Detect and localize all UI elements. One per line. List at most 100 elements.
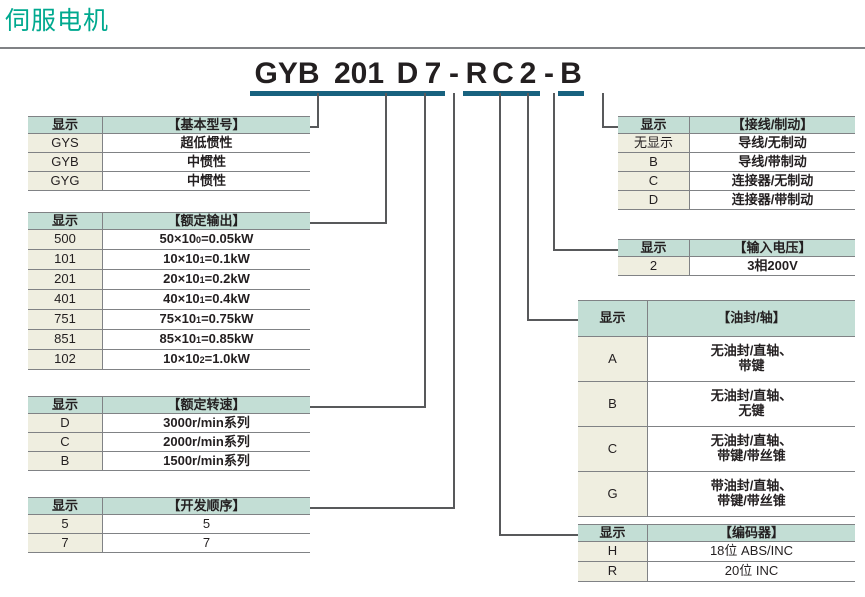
table-cell-code: 201: [28, 270, 103, 290]
table-header-row: 显示【额定输出】: [28, 213, 310, 230]
table-cell-description: 1500r/min系列: [103, 452, 310, 471]
model-segment-8: 2: [516, 58, 540, 96]
table-cell-code: C: [578, 427, 648, 472]
model-segment-9: -: [544, 57, 554, 90]
table-cell-code: 7: [28, 534, 103, 553]
model-segment-7: C: [490, 58, 516, 96]
table-top-rule: [578, 299, 855, 301]
table-cell-code: 2: [618, 257, 690, 276]
table-header-code: 显示: [28, 397, 103, 414]
model-segment-5: -: [449, 57, 459, 90]
table-cell-code: 851: [28, 330, 103, 350]
connector-line-wiring-brake: [602, 126, 620, 128]
table-cell-description: 3000r/min系列: [103, 414, 310, 433]
connector-line-wiring-brake: [602, 93, 604, 127]
table-cell-description: 无油封/直轴、无键: [648, 382, 855, 427]
table-row: 无显示导线/无制动: [618, 134, 855, 153]
page-title: 伺服电机: [5, 7, 110, 35]
table-header-title: 【油封/轴】: [648, 301, 855, 337]
table-top-rule: [28, 115, 310, 117]
connector-line-encoder: [499, 534, 579, 536]
table-cell-description: 中惯性: [103, 153, 310, 172]
table-cell-description: 5: [103, 515, 310, 534]
table-cell-description: 无油封/直轴、带键/带丝锥: [648, 427, 855, 472]
table-header-code: 显示: [618, 240, 690, 257]
table-cell-code: 401: [28, 290, 103, 310]
table-top-rule: [618, 238, 855, 240]
table-cell-description: 3相200V: [690, 257, 855, 276]
connector-line-basic-model: [309, 126, 319, 128]
table-cell-description: 18位 ABS/INC: [648, 542, 855, 562]
table-header-row: 显示【编码器】: [578, 525, 855, 542]
table-top-rule: [618, 115, 855, 117]
table-cell-description: 超低惯性: [103, 134, 310, 153]
table-header-title: 【基本型号】: [103, 117, 310, 134]
table-cell-code: 500: [28, 230, 103, 250]
table-header-title: 【额定输出】: [103, 213, 310, 230]
table-header-title: 【额定转速】: [103, 397, 310, 414]
table-header-code: 显示: [578, 525, 648, 542]
table-header-code: 显示: [28, 213, 103, 230]
table-cell-description: 20位 INC: [648, 562, 855, 582]
table-cell-code: 101: [28, 250, 103, 270]
table-header-code: 显示: [578, 301, 648, 337]
table-cell-description: 无油封/直轴、带键: [648, 337, 855, 382]
table-header-title: 【编码器】: [648, 525, 855, 542]
table-header-code: 显示: [618, 117, 690, 134]
table-top-rule: [28, 211, 310, 213]
table-cell-code: B: [28, 452, 103, 471]
table-cell-code: A: [578, 337, 648, 382]
table-cell-code: 102: [28, 350, 103, 370]
table-cell-code: R: [578, 562, 648, 582]
table-cell-code: 5: [28, 515, 103, 534]
connector-line-encoder: [499, 93, 501, 536]
connector-line-basic-model: [317, 93, 319, 127]
model-segment-2: 201: [324, 58, 394, 96]
table-cell-code: C: [618, 172, 690, 191]
connector-line-development-order: [453, 93, 455, 509]
table-header-title: 【输入电压】: [690, 240, 855, 257]
title-divider: [0, 47, 865, 49]
table-cell-code: D: [28, 414, 103, 433]
table-cell-code: 无显示: [618, 134, 690, 153]
connector-line-oil-seal: [527, 93, 529, 321]
table-cell-description: 连接器/无制动: [690, 172, 855, 191]
table-cell-description: 7: [103, 534, 310, 553]
table-header-title: 【接线/制动】: [690, 117, 855, 134]
table-cell-description: 带油封/直轴、带键/带丝锥: [648, 472, 855, 517]
table-cell-code: H: [578, 542, 648, 562]
connector-line-rated-speed: [309, 406, 426, 408]
